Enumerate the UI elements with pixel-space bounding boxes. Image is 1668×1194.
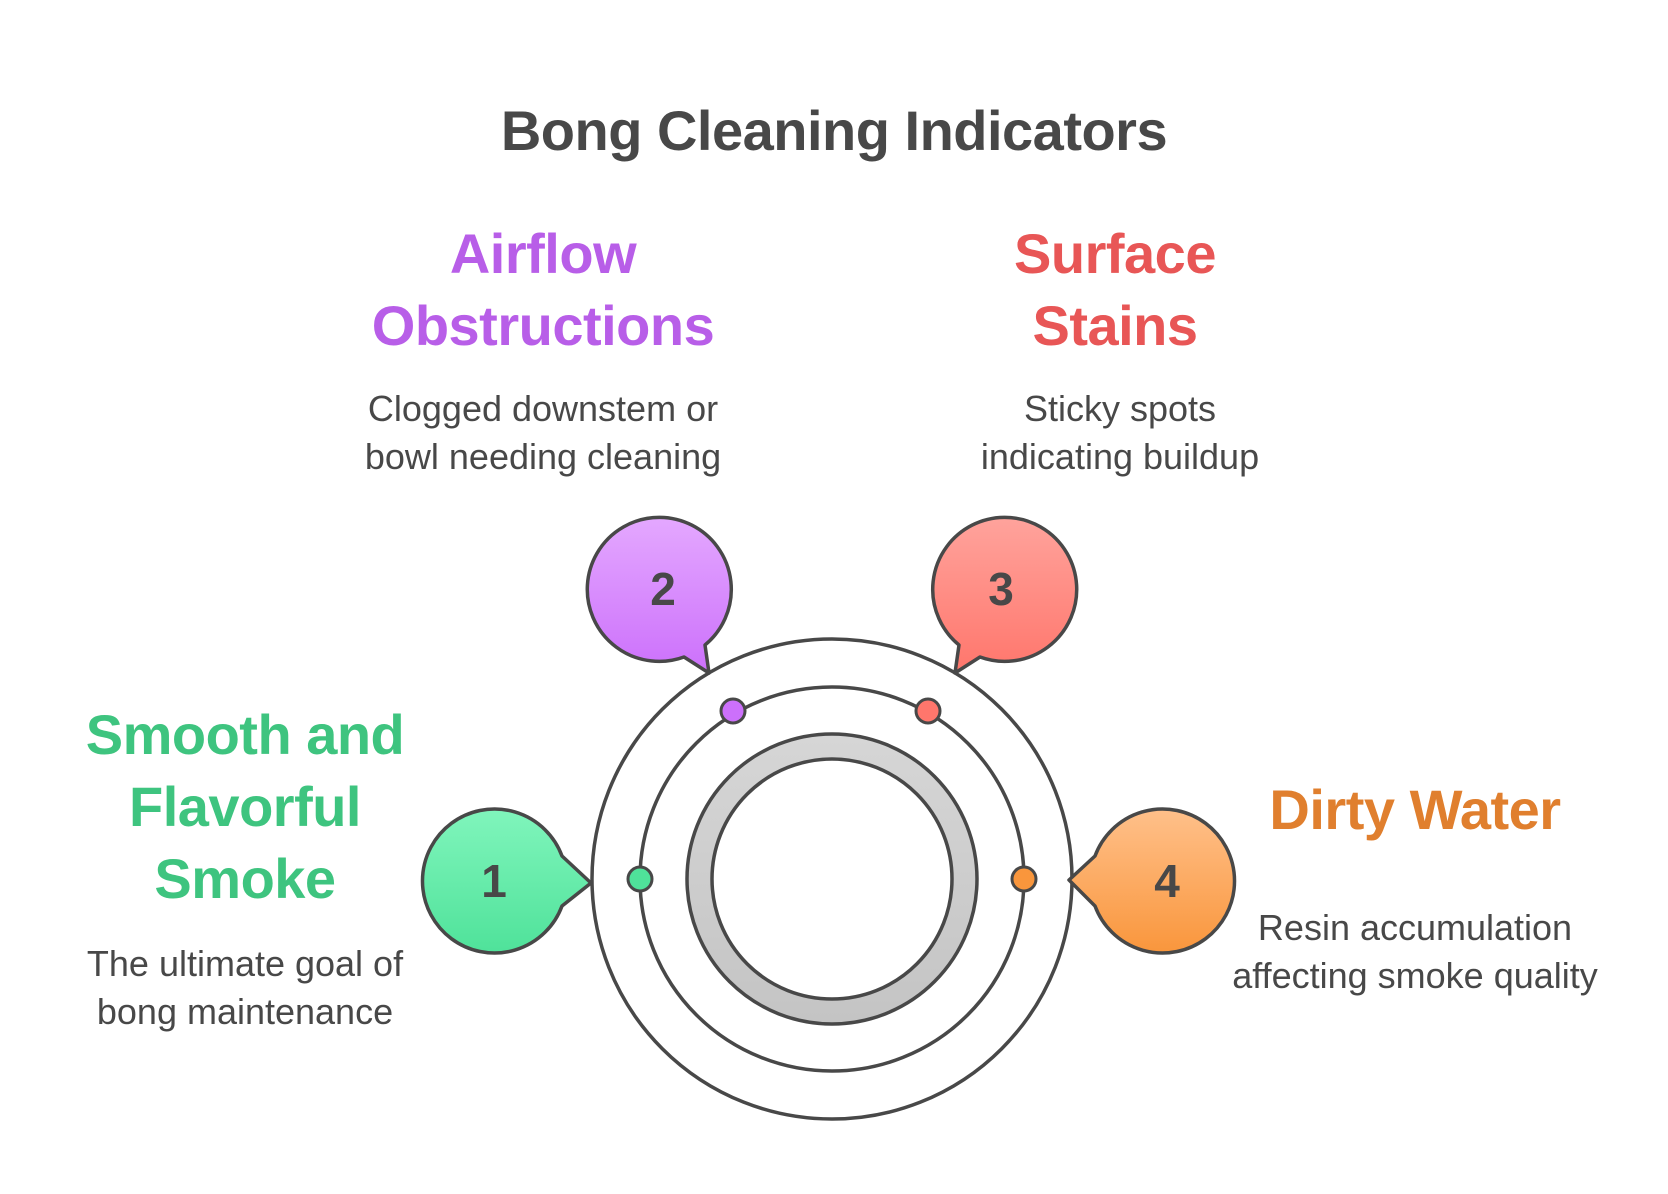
item-2-marker-dot (719, 697, 747, 725)
item-1-heading-line: Smoke (154, 847, 336, 910)
item-3-bubble-shape (930, 515, 1079, 675)
item-1-bubble: 1 (420, 807, 593, 955)
item-2-heading-line: Airflow (449, 222, 637, 285)
item-4-number: 4 (1154, 855, 1180, 907)
item-1-description: The ultimate goal of bong maintenance (45, 940, 445, 1036)
item-3-bubble: 3 (930, 515, 1079, 675)
item-2-description-line: Clogged downstem or (367, 388, 719, 429)
item-4-bubble: 4 (1067, 807, 1237, 955)
item-2-number: 2 (650, 563, 676, 615)
item-4-heading-line: Dirty Water (1269, 778, 1561, 841)
item-1-number: 1 (481, 855, 507, 907)
item-3-description-line: indicating buildup (980, 436, 1260, 477)
item-2-description-line: bowl needing cleaning (364, 436, 722, 477)
item-3-heading-line: Stains (1032, 294, 1198, 357)
item-1-description-line: bong maintenance (96, 991, 394, 1032)
item-2-bubble: 2 (585, 515, 734, 675)
item-1-description-line: The ultimate goal of (86, 943, 404, 984)
item-4-description-line: affecting smoke quality (1232, 955, 1598, 996)
item-1-heading-line: Flavorful (129, 775, 361, 838)
item-1-heading-line: Smooth and (85, 703, 405, 766)
item-2-bubble-shape (585, 515, 734, 675)
item-2-description: Clogged downstem or bowl needing cleanin… (320, 385, 766, 481)
item-3-heading: Surface Stains (915, 218, 1315, 362)
item-3-description-line: Sticky spots (1023, 388, 1217, 429)
item-1-marker-dot (626, 865, 654, 893)
item-4-description: Resin accumulation affecting smoke quali… (1190, 904, 1640, 1000)
item-3-number: 3 (988, 563, 1014, 615)
item-2-heading: Airflow Obstructions (340, 218, 746, 362)
item-3-description: Sticky spots indicating buildup (915, 385, 1325, 481)
item-2-heading-line: Obstructions (371, 294, 715, 357)
item-1-heading: Smooth and Flavorful Smoke (45, 699, 445, 915)
item-4-heading: Dirty Water (1195, 774, 1635, 846)
item-3-marker-dot (914, 697, 942, 725)
item-4-bubble-shape (1067, 807, 1237, 955)
item-3-heading-line: Surface (1014, 222, 1216, 285)
item-4-marker-dot (1010, 865, 1038, 893)
inner-core (710, 757, 954, 1001)
item-1-bubble-shape (420, 807, 593, 955)
item-4-description-line: Resin accumulation (1257, 907, 1573, 948)
diagram-title: Bong Cleaning Indicators (500, 99, 1168, 162)
